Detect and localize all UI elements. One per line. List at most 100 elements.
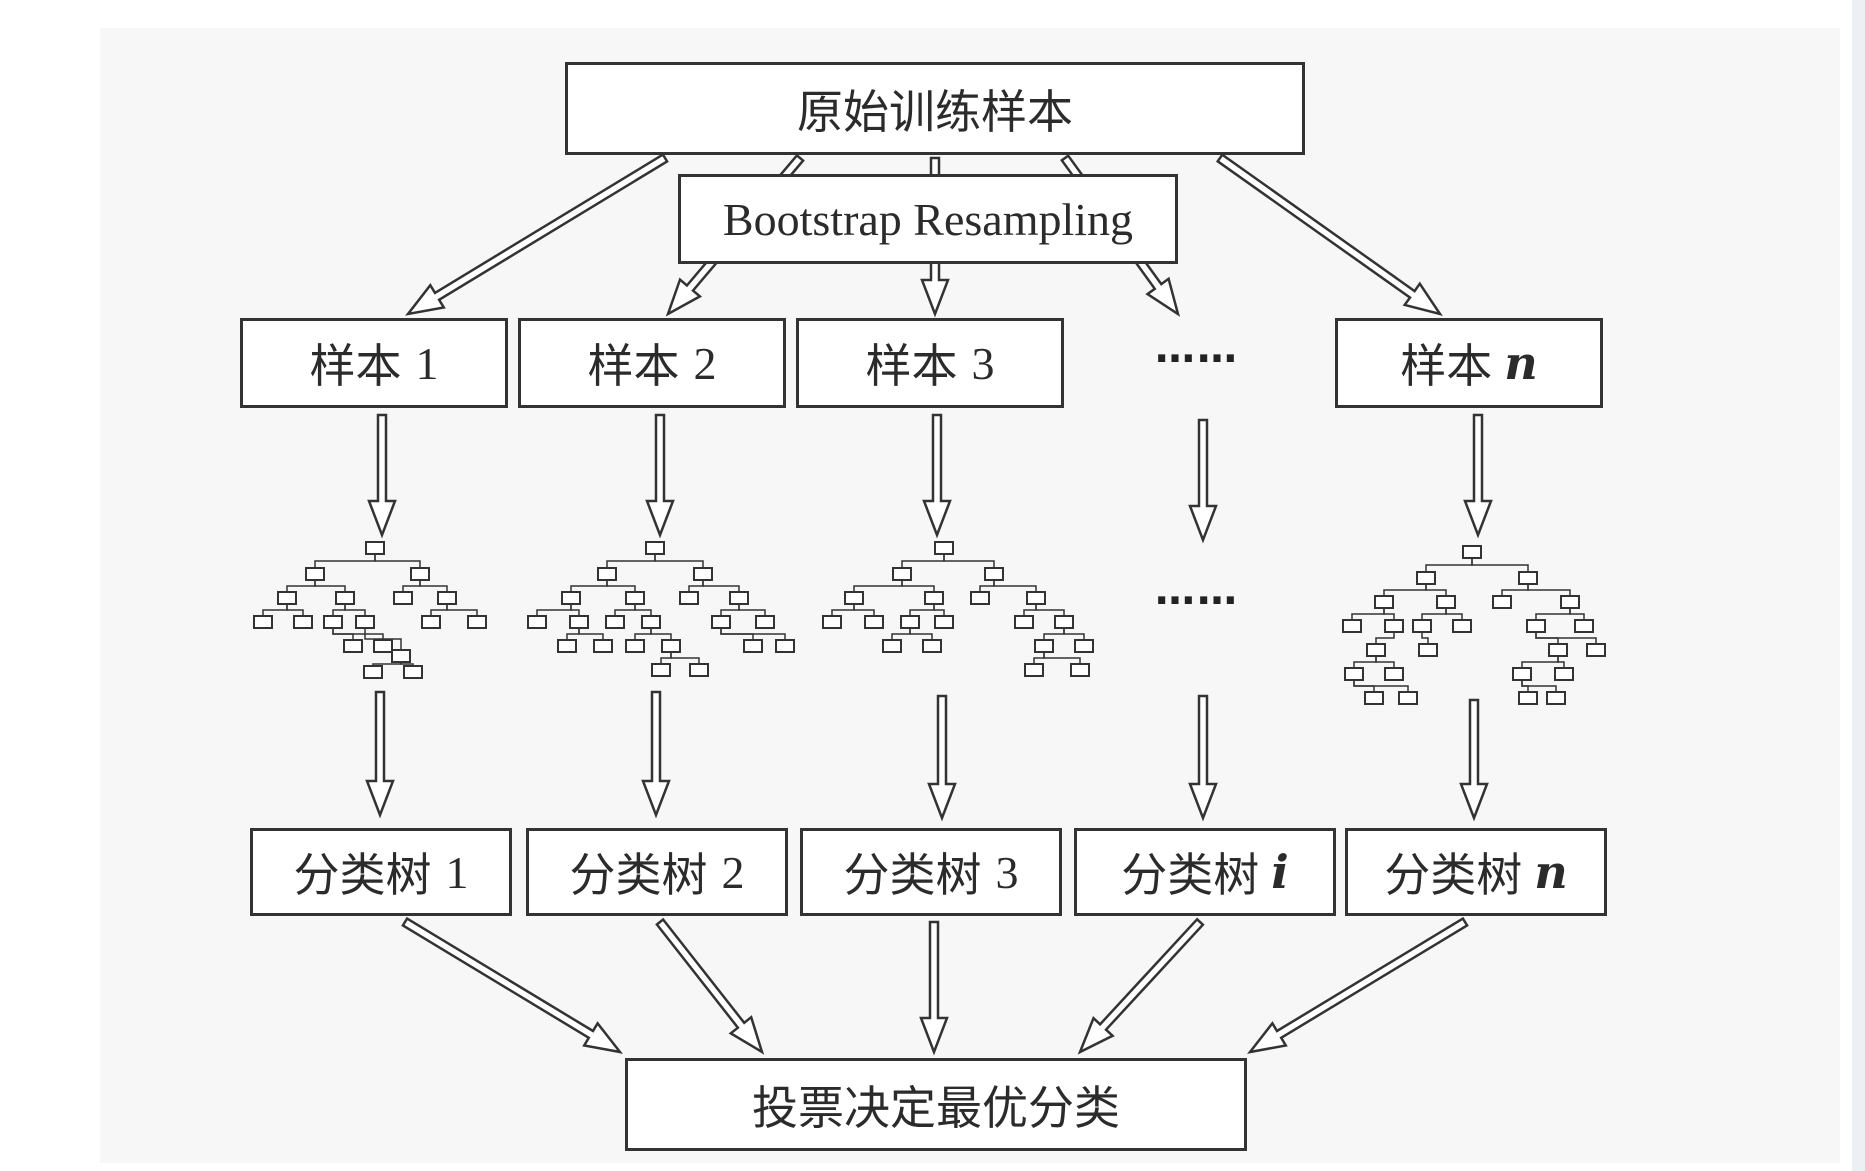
tree-index: 1 bbox=[445, 846, 469, 898]
tree-branch-2 bbox=[688, 580, 704, 592]
bootstrap-resampling-box: Bootstrap Resampling bbox=[678, 174, 1178, 264]
tree-node-n bbox=[1452, 619, 1472, 633]
tree-branch-3 bbox=[1043, 628, 1065, 640]
tree-node-3 bbox=[1034, 639, 1054, 653]
tree-branch-3 bbox=[1035, 604, 1065, 616]
tree-node-1 bbox=[437, 591, 457, 605]
tree-branch-1 bbox=[344, 604, 366, 616]
tree-node-2 bbox=[561, 591, 581, 605]
sample-index: 3 bbox=[971, 337, 995, 389]
tree-branch-2 bbox=[720, 604, 740, 616]
tree-node-2 bbox=[661, 639, 681, 653]
tree-node-3 bbox=[892, 567, 912, 581]
tree-node-1 bbox=[253, 615, 273, 629]
tree-node-n bbox=[1344, 667, 1364, 681]
sample-label: 样本 bbox=[865, 339, 958, 393]
tree-label: 分类树 bbox=[1384, 848, 1523, 902]
tree-branch-1 bbox=[314, 580, 346, 592]
tree-node-1 bbox=[410, 567, 430, 581]
tree-branch-2 bbox=[720, 628, 786, 640]
tree-box-2: 分类树 2 bbox=[526, 828, 788, 916]
arrow-tree-3-to-vote bbox=[919, 920, 949, 1056]
arrow-sample-2-to-tree bbox=[645, 413, 675, 539]
tree-node-2 bbox=[651, 663, 671, 677]
tree-branch-2 bbox=[570, 604, 580, 616]
arrow-ellipsis-down bbox=[1188, 418, 1218, 544]
tree-branch-2 bbox=[738, 604, 766, 616]
tree-node-n bbox=[1518, 571, 1538, 585]
tree-branch-2 bbox=[660, 652, 672, 664]
tree-node-2 bbox=[729, 591, 749, 605]
tree-branch-1 bbox=[286, 580, 316, 592]
tree-branch-n bbox=[1425, 558, 1473, 572]
original-training-sample-label: 原始训练样本 bbox=[797, 84, 1073, 139]
tree-node-n bbox=[1512, 667, 1532, 681]
tree-node-n bbox=[1342, 619, 1362, 633]
tree-node-2 bbox=[775, 639, 795, 653]
tree-index: 3 bbox=[995, 846, 1019, 898]
tree-branch-n bbox=[1527, 584, 1571, 596]
sample-box-2: 样本 2 bbox=[518, 318, 786, 408]
sample-index: 2 bbox=[693, 337, 717, 389]
tree-node-n bbox=[1374, 595, 1394, 609]
tree-branch-2 bbox=[578, 628, 604, 640]
arrow-original-to-sample-1 bbox=[405, 152, 669, 316]
tree-node-1 bbox=[365, 541, 385, 555]
arrow-tree-1-to-vote bbox=[401, 916, 624, 1054]
page-edge bbox=[1852, 0, 1865, 1171]
tree-branch-n bbox=[1501, 584, 1529, 596]
tree-node-3 bbox=[934, 615, 954, 629]
tree-branch-2 bbox=[702, 580, 740, 592]
tree-index: n bbox=[1534, 845, 1568, 899]
tree-branch-n bbox=[1421, 632, 1429, 644]
tree-branch-n bbox=[1521, 656, 1559, 668]
tree-label: 分类树 bbox=[293, 848, 432, 902]
tree-node-2 bbox=[557, 639, 577, 653]
tree-node-n bbox=[1554, 667, 1574, 681]
tree-branch-n bbox=[1375, 632, 1395, 644]
tree-branch-n bbox=[1569, 608, 1585, 620]
arrow-original-to-sample-n bbox=[1215, 152, 1443, 317]
arrow-tree-3-to-box bbox=[927, 694, 957, 822]
tree-branch-3 bbox=[831, 604, 855, 616]
arrow-sample-3-to-tree bbox=[922, 413, 952, 539]
tree-node-2 bbox=[527, 615, 547, 629]
sample-box-1: 样本 1 bbox=[240, 318, 508, 408]
tree-branch-2 bbox=[634, 628, 652, 640]
tree-node-n bbox=[1398, 691, 1418, 705]
original-training-sample-box: 原始训练样本 bbox=[565, 62, 1305, 155]
tree-branch-1 bbox=[332, 604, 346, 616]
tree-node-2 bbox=[625, 639, 645, 653]
tree-node-2 bbox=[693, 567, 713, 581]
tree-node-3 bbox=[1024, 663, 1044, 677]
tree-node-1 bbox=[355, 615, 375, 629]
tree-node-n bbox=[1384, 619, 1404, 633]
tree-branch-2 bbox=[570, 580, 608, 592]
tree-branch-1 bbox=[419, 580, 448, 592]
tree-branch-2 bbox=[614, 604, 636, 616]
tree-node-1 bbox=[323, 615, 343, 629]
tree-branch-3 bbox=[943, 554, 995, 568]
tree-branch-3 bbox=[891, 628, 911, 640]
tree-branch-3 bbox=[901, 580, 935, 592]
tree-node-3 bbox=[922, 639, 942, 653]
tree-node-3 bbox=[822, 615, 842, 629]
tree-node-n bbox=[1416, 571, 1436, 585]
tree-node-3 bbox=[924, 591, 944, 605]
tree-node-3 bbox=[1054, 615, 1074, 629]
tree-node-3 bbox=[844, 591, 864, 605]
tree-branch-3 bbox=[853, 580, 903, 592]
tree-branch-2 bbox=[670, 652, 700, 664]
tree-index: i bbox=[1271, 845, 1289, 899]
tree-node-3 bbox=[984, 567, 1004, 581]
tree-branch-n bbox=[1471, 558, 1529, 572]
tree-node-3 bbox=[934, 541, 954, 555]
sample-box-n: 样本 n bbox=[1335, 318, 1603, 408]
tree-node-1 bbox=[373, 639, 393, 653]
tree-node-n bbox=[1462, 545, 1482, 559]
tree-branch-3 bbox=[993, 580, 1037, 592]
tree-branch-3 bbox=[909, 628, 933, 640]
tree-node-n bbox=[1546, 691, 1566, 705]
